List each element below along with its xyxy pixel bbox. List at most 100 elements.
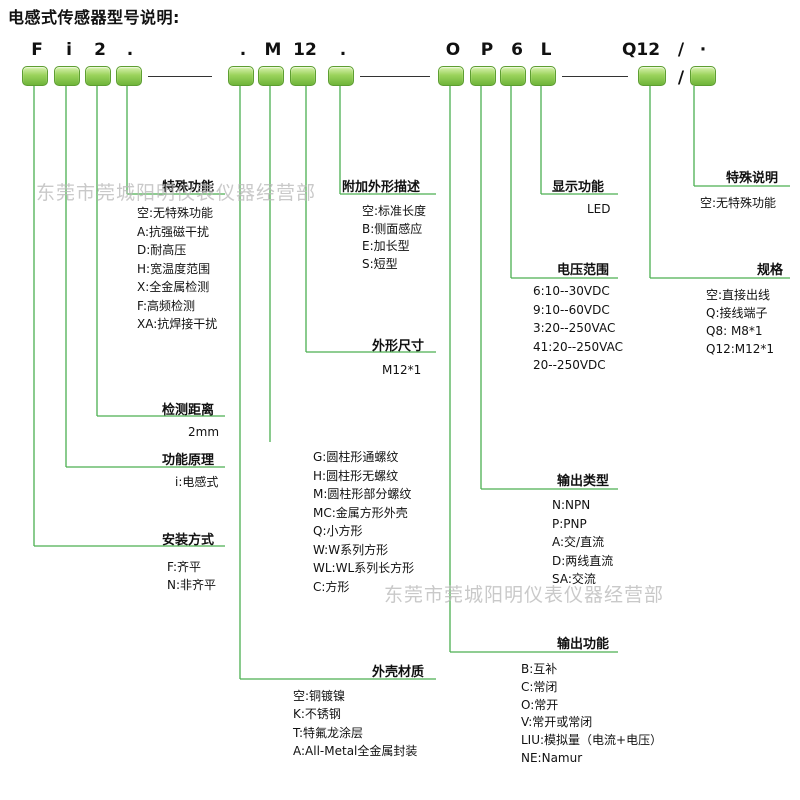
code-char-8: O [445, 40, 461, 60]
housing_shape-item-6: WL:WL系列长方形 [313, 561, 415, 575]
output_type-item-4: SA:交流 [552, 572, 596, 586]
heading-principle: 功能原理 [162, 453, 215, 468]
code-pill-12 [638, 66, 666, 86]
code-char-15: / [677, 68, 685, 88]
code-char-12: Q12 [621, 40, 661, 60]
output_func-item-0: B:互补 [521, 662, 558, 676]
heading-output_func: 输出功能 [557, 637, 610, 652]
page-title: 电感式传感器型号说明: [8, 8, 180, 27]
spec-item-1: Q:接线端子 [706, 306, 768, 320]
special_note-item-0: 空:无特殊功能 [700, 196, 777, 210]
housing_shape-item-0: G:圆柱形通螺纹 [313, 450, 399, 464]
code-pill-6 [290, 66, 316, 86]
output_type-item-0: N:NPN [552, 498, 591, 512]
code-char-1: i [66, 40, 72, 60]
output_func-item-1: C:常闭 [521, 679, 558, 694]
code-pill-2 [85, 66, 111, 86]
housing_shape-item-2: M:圆柱形部分螺纹 [313, 487, 412, 501]
output_func-item-5: NE:Namur [521, 751, 583, 765]
heading-size: 外形尺寸 [372, 339, 425, 354]
voltage-item-0: 6:10--30VDC [533, 284, 610, 298]
code-pill-11 [530, 66, 556, 86]
housing_shape-item-1: H:圆柱形无螺纹 [313, 468, 399, 483]
voltage-item-3: 41:20--250VAC [533, 339, 623, 354]
mounting-item-0: F:齐平 [167, 560, 202, 574]
heading-display: 显示功能 [552, 180, 605, 195]
output_type-item-3: D:两线直流 [552, 553, 614, 568]
special_function-item-5: F:高频检测 [137, 298, 196, 313]
code-dash-2 [562, 76, 628, 77]
special_function-item-0: 空:无特殊功能 [137, 206, 214, 220]
code-pill-10 [500, 66, 526, 86]
material-item-1: K:不锈钢 [293, 707, 341, 722]
code-pill-8 [438, 66, 464, 86]
heading-output_type: 输出类型 [557, 474, 610, 489]
material-item-0: 空:铜镀镍 [293, 689, 346, 703]
voltage-item-1: 9:10--60VDC [533, 302, 610, 317]
shape_desc-item-2: E:加长型 [362, 239, 410, 253]
output_func-item-2: O:常开 [521, 697, 559, 712]
code-char-7: . [339, 40, 347, 60]
shape_desc-item-1: B:侧面感应 [362, 221, 423, 236]
output_func-item-3: V:常开或常闭 [521, 715, 593, 730]
watermark-bottom: 东莞市莞城阳明仪表仪器经营部 [384, 584, 665, 606]
output_type-item-2: A:交/直流 [552, 535, 605, 549]
mounting-item-1: N:非齐平 [167, 578, 217, 592]
code-char-5: M [264, 40, 282, 60]
code-char-0: F [31, 40, 43, 60]
code-dash-0 [148, 76, 212, 77]
heading-spec: 规格 [757, 263, 784, 278]
code-char-6: 12 [293, 40, 317, 60]
code-char-2: 2 [94, 40, 106, 60]
code-char-11: L [540, 40, 552, 60]
material-item-2: T:特氟龙涂层 [293, 725, 364, 740]
code-dash-1 [360, 76, 430, 77]
code-char-4: . [239, 40, 247, 60]
housing_shape-item-3: MC:金属方形外壳 [313, 505, 408, 520]
heading-distance: 检测距离 [162, 403, 215, 418]
output_type-item-1: P:PNP [552, 516, 587, 531]
spec-item-3: Q12:M12*1 [706, 342, 775, 356]
special_function-item-4: X:全金属检测 [137, 280, 210, 294]
special_function-item-3: H:宽温度范围 [137, 261, 211, 276]
special_function-item-1: A:抗强磁干扰 [137, 224, 210, 239]
heading-mounting: 安装方式 [162, 533, 215, 548]
code-pill-5 [258, 66, 284, 86]
code-pill-13 [690, 66, 716, 86]
display-item-0: LED [587, 202, 611, 216]
code-char-14: · [699, 40, 707, 60]
voltage-item-4: 20--250VDC [533, 358, 606, 372]
code-pill-7 [328, 66, 354, 86]
voltage-item-2: 3:20--250VAC [533, 321, 616, 335]
code-char-9: P [480, 40, 494, 60]
shape_desc-item-0: 空:标准长度 [362, 204, 427, 218]
principle-item-0: i:电感式 [175, 475, 219, 489]
code-char-10: 6 [511, 40, 523, 60]
code-char-13: / [677, 40, 685, 60]
heading-special_note: 特殊说明 [726, 171, 779, 186]
code-pill-0 [22, 66, 48, 86]
distance-item-0: 2mm [188, 425, 220, 439]
code-pill-3 [116, 66, 142, 86]
watermark-top: 东莞市莞城阳明仪表仪器经营部 [36, 182, 317, 204]
heading-special_function: 特殊功能 [162, 180, 215, 195]
code-char-3: . [126, 40, 134, 60]
housing_shape-item-4: Q:小方形 [313, 524, 363, 538]
code-pill-4 [228, 66, 254, 86]
heading-voltage: 电压范围 [557, 263, 610, 278]
code-pill-9 [470, 66, 496, 86]
heading-shape_desc: 附加外形描述 [342, 180, 421, 195]
size-item-0: M12*1 [382, 363, 422, 377]
spec-item-2: Q8: M8*1 [706, 324, 763, 338]
heading-material: 外壳材质 [372, 665, 425, 680]
housing_shape-item-7: C:方形 [313, 579, 350, 594]
special_function-item-6: XA:抗焊接干扰 [137, 317, 218, 331]
shape_desc-item-3: S:短型 [362, 256, 398, 271]
spec-item-0: 空:直接出线 [706, 288, 771, 302]
special_function-item-2: D:耐高压 [137, 243, 187, 257]
output_func-item-4: LIU:模拟量（电流+电压） [521, 733, 663, 748]
code-pill-1 [54, 66, 80, 86]
material-item-3: A:All-Metal全金属封装 [293, 743, 418, 758]
